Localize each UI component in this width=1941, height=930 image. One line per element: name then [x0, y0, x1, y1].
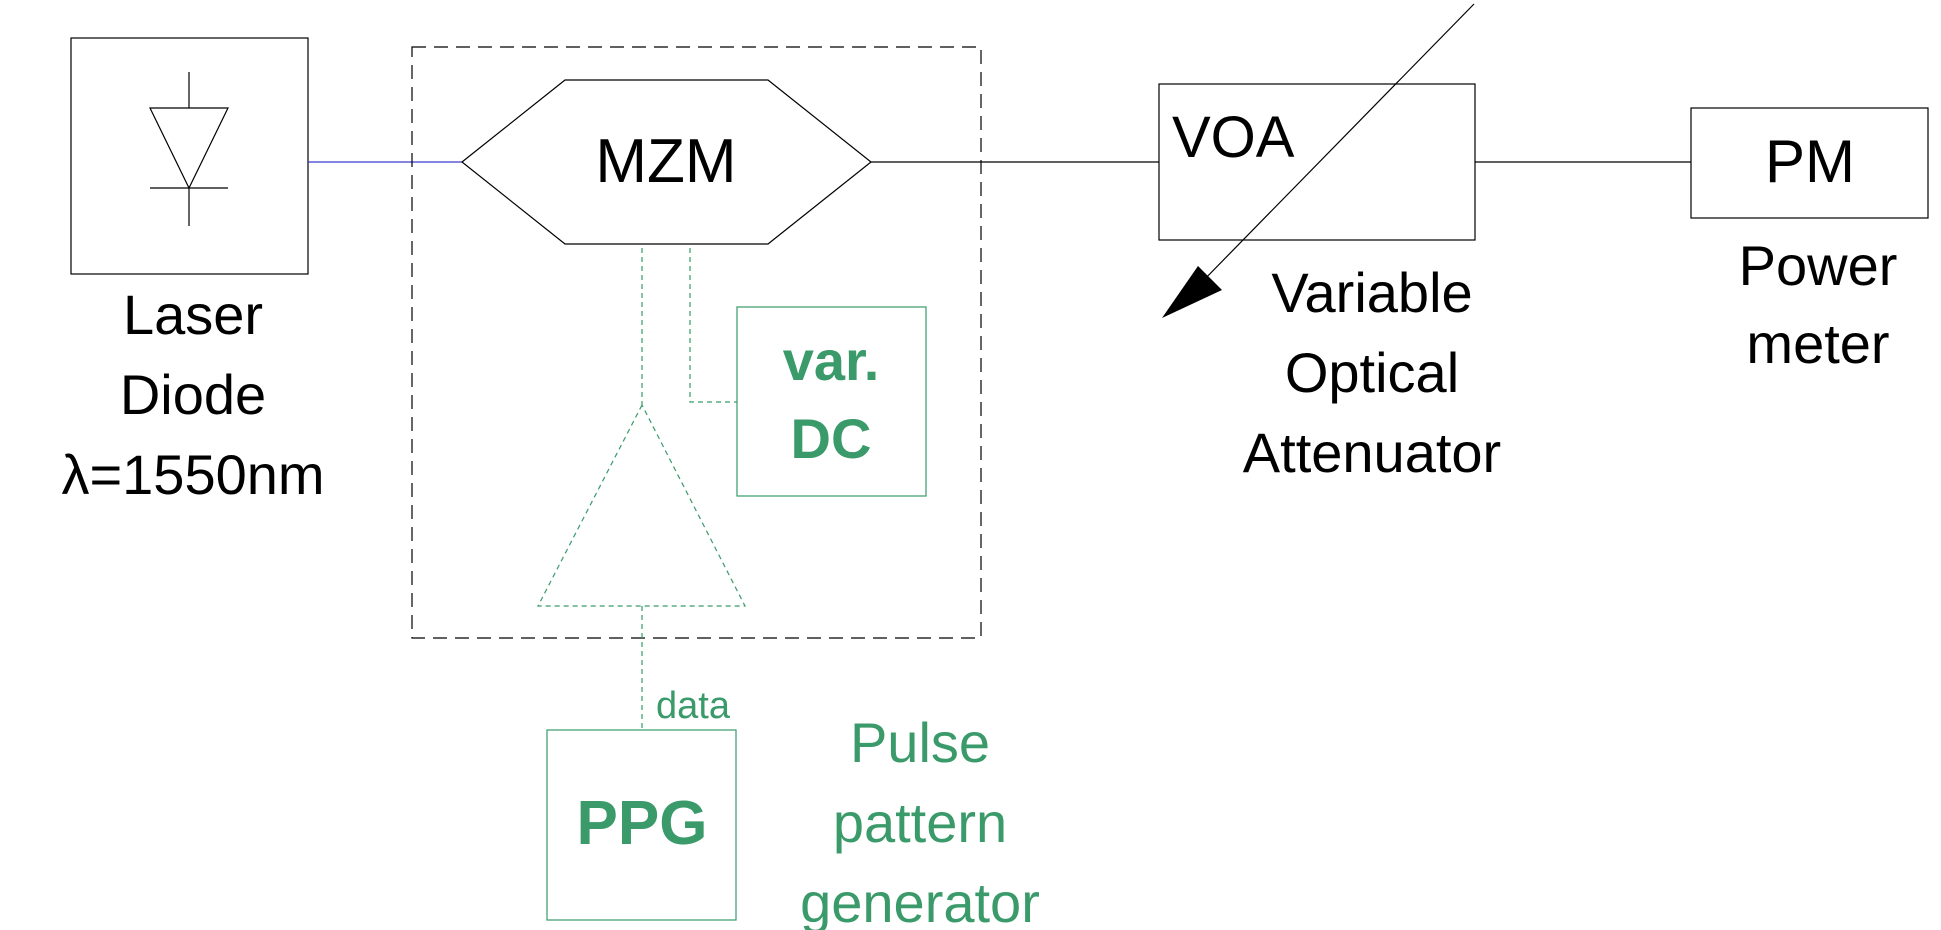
voa-block: VOA Variable Optical Attenuator [1158, 3, 1501, 484]
power-meter-label: PM [1765, 128, 1855, 195]
power-meter-desc-line-1: Power [1739, 234, 1898, 297]
ppg-desc-line-3: generator [800, 871, 1040, 930]
data-label: data [656, 685, 731, 727]
laser-label-line-1: Laser [123, 283, 263, 346]
mzm-block: MZM [461, 79, 872, 245]
laser-label-line-2: Diode [120, 363, 266, 426]
power-meter-desc-line-2: meter [1746, 312, 1889, 375]
voa-desc-line-2: Optical [1285, 341, 1459, 404]
ppg-block: data PPG Pulse pattern generator [546, 685, 1040, 930]
mzm-label: MZM [595, 127, 736, 196]
laser-diode-symbol-icon [149, 72, 229, 226]
voa-desc-line-1: Variable [1271, 261, 1472, 324]
dc-source-block: var. DC [736, 306, 927, 497]
ppg-desc-line-2: pattern [833, 791, 1007, 854]
modulator-enclosure [411, 46, 982, 639]
laser-diode-block: Laser Diode λ=1550nm [61, 37, 325, 506]
dc-label-line-1: var. [783, 329, 880, 392]
dc-line-to-mzm [689, 248, 737, 403]
ppg-desc-line-1: Pulse [850, 711, 990, 774]
voa-desc-line-3: Attenuator [1243, 421, 1501, 484]
laser-diode-box [70, 37, 309, 275]
dc-source-box [736, 306, 927, 497]
electrical-connections [537, 248, 746, 730]
variable-arrow-icon [1162, 3, 1475, 318]
ppg-box [546, 729, 737, 921]
power-meter-block: PM Power meter [1690, 107, 1929, 375]
power-meter-box [1690, 107, 1929, 219]
ppg-label: PPG [577, 789, 708, 858]
dc-label-line-2: DC [791, 407, 872, 470]
laser-label-line-3: λ=1550nm [61, 443, 324, 506]
voa-label: VOA [1172, 105, 1295, 170]
driver-amplifier-icon [537, 403, 746, 607]
